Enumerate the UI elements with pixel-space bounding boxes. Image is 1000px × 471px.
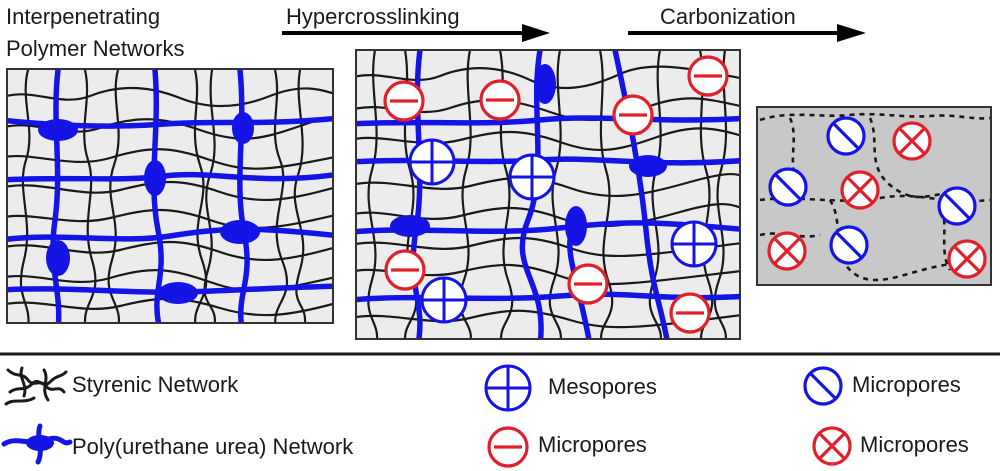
step-label-carbonization: Carbonization (660, 4, 796, 29)
carbonized-panel (756, 106, 992, 286)
mesopore-icon (408, 138, 456, 186)
legend-micropores-blue-label: Micropores (852, 372, 961, 397)
step-label-hypercrosslinking: Hypercrosslinking (286, 4, 460, 29)
puu-crosslinks-1 (38, 112, 260, 304)
micropore-x-icon (840, 170, 880, 210)
mesopore-icon (508, 153, 556, 201)
legend-styrenic-label: Styrenic Network (72, 372, 239, 397)
micropore-minus-icon (687, 55, 729, 97)
legend-puu-label: Poly(urethane urea) Network (72, 434, 354, 459)
mesopore-icon (670, 220, 718, 268)
micropore-slash-legend-icon (803, 366, 843, 406)
micropore-minus-icon (567, 263, 609, 305)
styrenic-network-icon (4, 366, 68, 406)
arrow-hypercrosslinking (282, 24, 550, 42)
legend-mesopores-label: Mesopores (548, 374, 657, 399)
micropore-minus-icon (669, 292, 711, 334)
hypercrosslinked-panel (355, 49, 741, 340)
micropore-slash-icon (826, 116, 866, 156)
step-label-ipn-line1: Interpenetrating (6, 4, 161, 29)
puu-network-icon (1, 423, 73, 465)
micropore-slash-icon (937, 186, 977, 226)
micropore-minus-legend-icon (487, 426, 529, 468)
mesopore-icon (420, 276, 468, 324)
micropore-x-icon (947, 239, 987, 279)
micropore-minus-icon (612, 94, 654, 136)
arrow-carbonization (628, 24, 866, 42)
mesopore-legend-icon (484, 364, 532, 412)
legend-micropores-red-label: Micropores (538, 432, 647, 457)
micropore-x-icon (767, 231, 807, 271)
puu-crosslinks-2 (390, 64, 667, 246)
micropore-x-legend-icon (812, 426, 852, 466)
legend-micropores-carbon-label: Micropores (860, 432, 969, 457)
ipn-panel (6, 68, 334, 324)
micropore-minus-icon (479, 79, 521, 121)
micropore-minus-icon (384, 249, 426, 291)
micropore-minus-icon (383, 80, 425, 122)
micropore-slash-icon (829, 225, 869, 265)
step-label-ipn-line2: Polymer Networks (6, 36, 185, 61)
micropore-x-icon (892, 121, 932, 161)
micropore-slash-icon (768, 167, 808, 207)
